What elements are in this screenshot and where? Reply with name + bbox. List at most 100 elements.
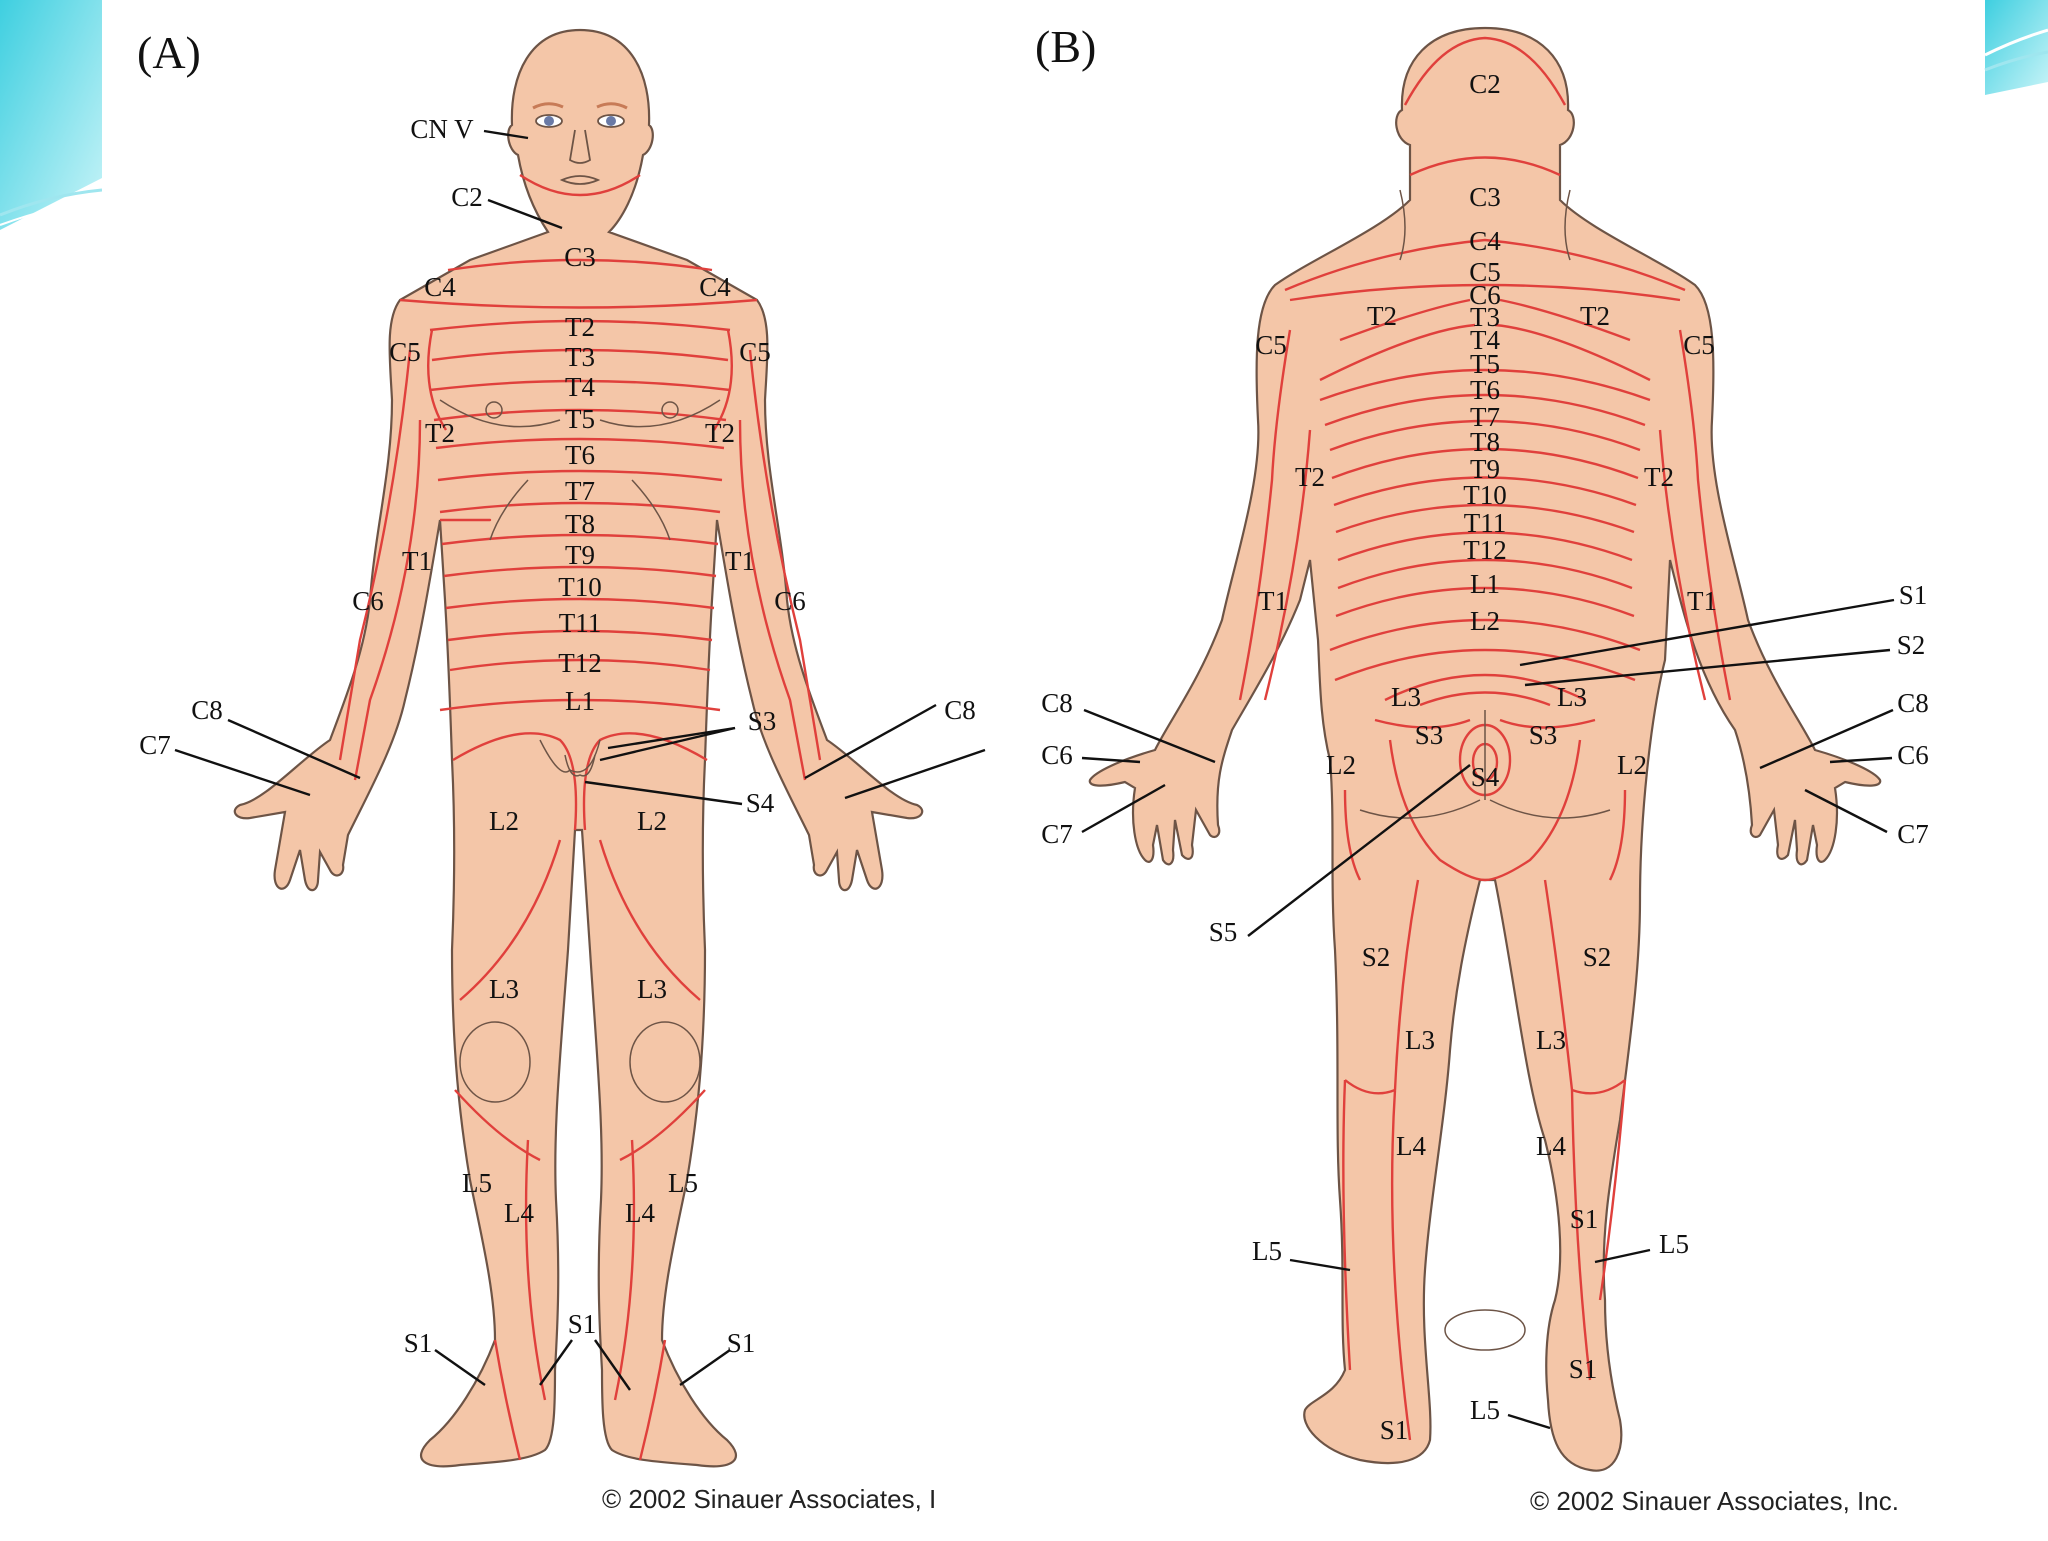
copyright-front: © 2002 Sinauer Associates, I	[602, 1484, 936, 1514]
label-front-c4-right: C4	[699, 272, 731, 302]
label-back-c8-right: C8	[1897, 688, 1929, 718]
label-back-c4: C4	[1469, 226, 1501, 256]
back-dermatome-labels: C2 C3 C4 C5 C6 T2 T2 T3 T4 T5 T6 T7 T8 T…	[1041, 69, 1929, 1445]
label-front-c6-right: C6	[774, 586, 806, 616]
label-front-t2-left: T2	[425, 418, 455, 448]
label-back-l3-lower-left: L3	[1405, 1025, 1435, 1055]
back-body	[1088, 26, 1882, 1472]
label-back-c5: C5	[1469, 257, 1501, 287]
slide-decoration-left	[0, 0, 103, 230]
label-back-t12: T12	[1463, 535, 1507, 565]
label-back-c5-left: C5	[1255, 330, 1287, 360]
label-front-t10: T10	[558, 572, 602, 602]
label-front-c5-right: C5	[739, 337, 771, 367]
label-back-s2-right: S2	[1583, 942, 1612, 972]
label-front-t5: T5	[565, 404, 595, 434]
label-front-t11: T11	[559, 608, 602, 638]
front-dermatome-lines	[338, 174, 822, 1461]
panel-label-b: (B)	[1035, 21, 1096, 72]
front-anatomy-details	[439, 399, 721, 1103]
label-back-c7-left: C7	[1041, 819, 1073, 849]
label-back-l4-left: L4	[1396, 1131, 1426, 1161]
label-front-c7-left: C7	[139, 730, 171, 760]
panel-label-a: (A)	[137, 27, 201, 78]
label-front-t1-left: T1	[402, 546, 432, 576]
label-back-l1: L1	[1470, 569, 1500, 599]
copyright-back: © 2002 Sinauer Associates, Inc.	[1530, 1486, 1899, 1516]
label-back-t7: T7	[1470, 402, 1500, 432]
label-back-s1-sole: S1	[1569, 1354, 1598, 1384]
label-back-s3-right: S3	[1529, 720, 1558, 750]
label-front-t2-right: T2	[705, 418, 735, 448]
label-front-l4-right: L4	[625, 1198, 655, 1228]
label-back-t10: T10	[1463, 480, 1507, 510]
label-back-s5: S5	[1209, 917, 1238, 947]
label-front-l1: L1	[565, 686, 595, 716]
label-back-t2-upper-right: T2	[1580, 301, 1610, 331]
label-front-l3-right: L3	[637, 974, 667, 1004]
label-back-l2: L2	[1470, 606, 1500, 636]
label-front-s1-right: S1	[727, 1328, 756, 1358]
label-back-l5-right: L5	[1659, 1229, 1689, 1259]
label-front-s4: S4	[746, 788, 775, 818]
label-front-t9: T9	[565, 540, 595, 570]
label-back-t8: T8	[1470, 427, 1500, 457]
label-back-t5: T5	[1470, 349, 1500, 379]
label-back-s2: S2	[1897, 630, 1926, 660]
label-front-l5-right: L5	[668, 1168, 698, 1198]
label-front-s1-left: S1	[404, 1328, 433, 1358]
back-anatomy-details	[1359, 189, 1611, 1351]
label-front-t7: T7	[565, 476, 595, 506]
label-back-c6: C6	[1469, 280, 1501, 310]
front-face	[532, 102, 628, 185]
label-back-l3-left: L3	[1391, 682, 1421, 712]
label-front-s3: S3	[748, 706, 777, 736]
label-back-c5-right: C5	[1683, 330, 1715, 360]
label-back-l3-lower-right: L3	[1536, 1025, 1566, 1055]
label-front-c2: C2	[451, 182, 483, 212]
label-back-s4: S4	[1471, 762, 1500, 792]
label-front-c8-left: C8	[191, 695, 223, 725]
label-back-c8-left: C8	[1041, 688, 1073, 718]
label-back-l5-left: L5	[1252, 1236, 1282, 1266]
label-front-l5-left: L5	[462, 1168, 492, 1198]
label-back-s1-heel: S1	[1570, 1204, 1599, 1234]
label-back-c6-left: C6	[1041, 740, 1073, 770]
label-back-s2-left: S2	[1362, 942, 1391, 972]
label-front-l4-left: L4	[504, 1198, 534, 1228]
label-front-t6: T6	[565, 440, 595, 470]
label-front-t2: T2	[565, 312, 595, 342]
label-back-s1-foot: S1	[1380, 1415, 1409, 1445]
label-back-t3: T3	[1470, 302, 1500, 332]
label-front-c3: C3	[564, 242, 596, 272]
label-back-t11: T11	[1464, 508, 1507, 538]
label-back-l3-right: L3	[1557, 682, 1587, 712]
label-front-t12: T12	[558, 648, 602, 678]
label-front-c6-left: C6	[352, 586, 384, 616]
label-back-s1: S1	[1899, 580, 1928, 610]
back-dermatome-lines	[1238, 36, 1732, 1441]
label-back-t1-right: T1	[1687, 586, 1717, 616]
label-front-l2-left: L2	[489, 806, 519, 836]
label-back-t2-right: T2	[1644, 462, 1674, 492]
label-back-s3-left: S3	[1415, 720, 1444, 750]
label-back-c3: C3	[1469, 182, 1501, 212]
label-front-t8: T8	[565, 509, 595, 539]
label-back-t4: T4	[1470, 325, 1500, 355]
label-back-t1-left: T1	[1258, 586, 1288, 616]
slide-decoration-right	[1984, 0, 2048, 95]
label-front-t4: T4	[565, 372, 595, 402]
label-front-cn-v: CN V	[410, 114, 474, 144]
label-back-l4-right: L4	[1536, 1131, 1566, 1161]
label-back-l2-right: L2	[1617, 750, 1647, 780]
label-back-c2: C2	[1469, 69, 1501, 99]
label-front-t1-right: T1	[725, 546, 755, 576]
label-front-c5-left: C5	[389, 337, 421, 367]
label-front-t3: T3	[565, 342, 595, 372]
label-front-c4-left: C4	[424, 272, 456, 302]
label-back-t9: T9	[1470, 454, 1500, 484]
front-dermatome-labels: CN V C2 C3 C4 C4 C5 C5 T2 T3 T4 T5 T6 T7…	[139, 114, 976, 1358]
label-back-t2-upper-left: T2	[1367, 301, 1397, 331]
